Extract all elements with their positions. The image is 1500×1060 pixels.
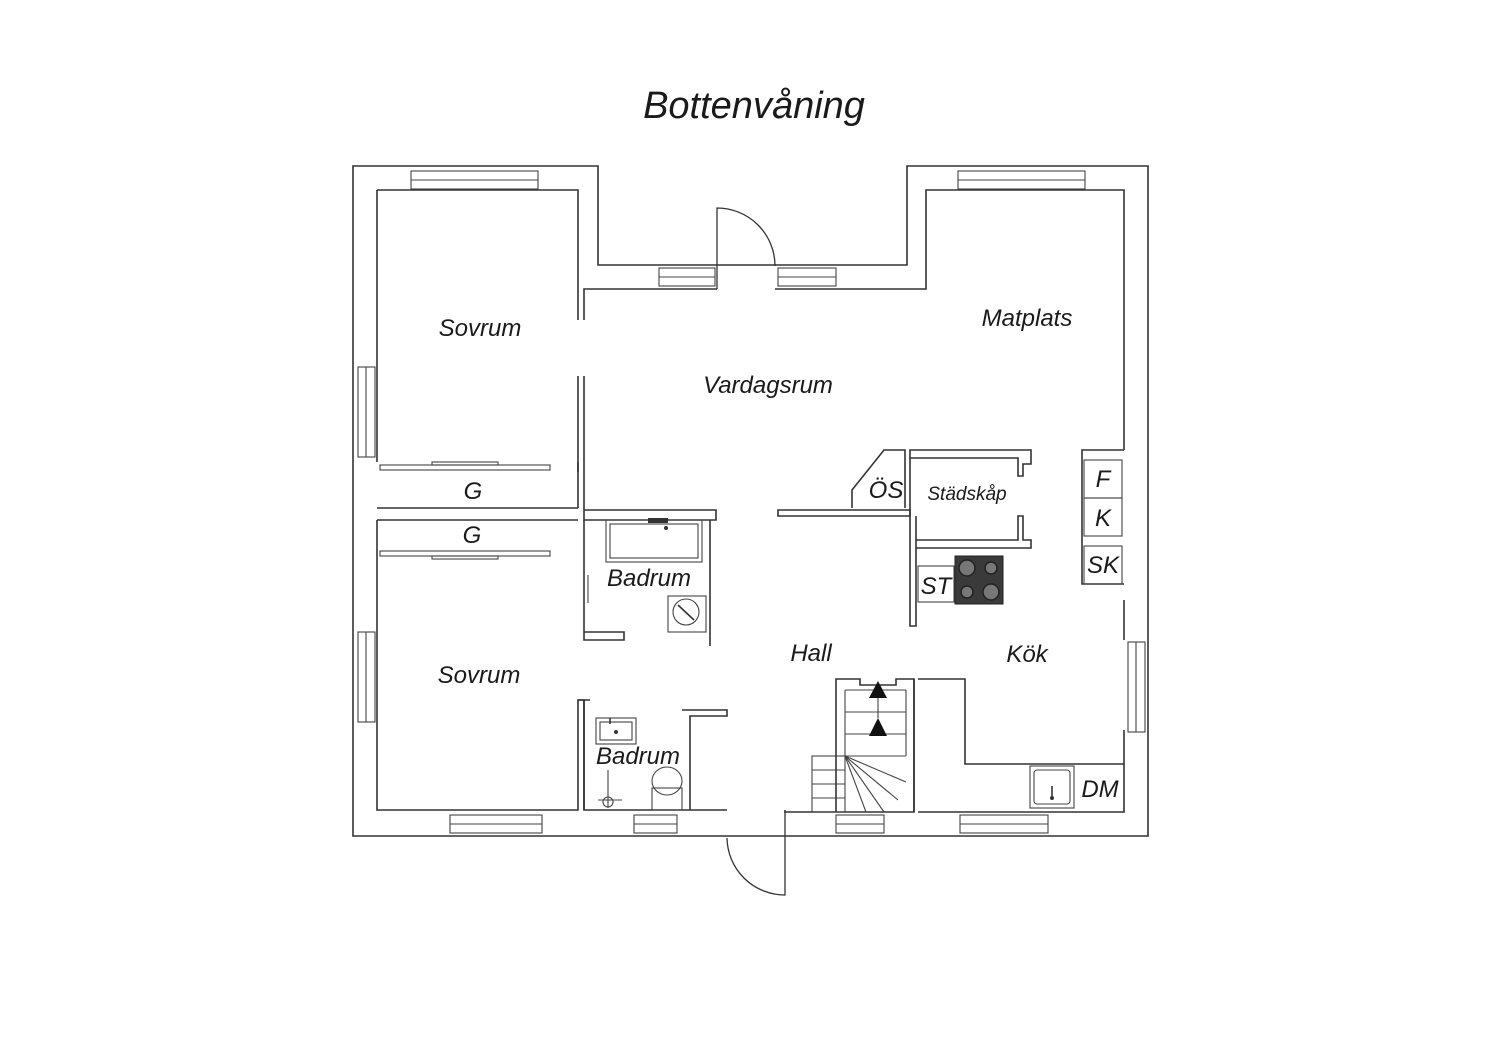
back-door	[726, 812, 786, 896]
staircase	[811, 678, 1124, 813]
stairs-arrow-icon	[869, 718, 887, 736]
room-label-sovrum-bottom: Sovrum	[438, 662, 521, 689]
toilet	[651, 787, 683, 811]
room-label-kok: Kök	[1006, 641, 1049, 668]
fixture-label-sk: SK	[1087, 552, 1120, 579]
bathtub	[605, 519, 703, 563]
room-label-closet-top: G	[464, 478, 483, 505]
outer-walls	[352, 165, 1149, 837]
fixture-label-os: ÖS	[869, 477, 904, 504]
room-label-badrum-upper: Badrum	[607, 565, 691, 592]
shower-drain	[667, 595, 707, 633]
room-label-stadskap: Städskåp	[927, 484, 1006, 505]
stairs-arrow-icon	[869, 681, 887, 698]
bathroom-lower	[578, 699, 728, 811]
room-label-vardagsrum: Vardagsrum	[703, 372, 833, 399]
fixture-label-f: F	[1096, 466, 1112, 493]
front-door	[716, 207, 776, 289]
room-label-sovrum-top: Sovrum	[439, 315, 522, 342]
doors	[716, 207, 786, 896]
plan-title: Bottenvåning	[643, 85, 865, 127]
fixture-label-k: K	[1095, 505, 1112, 532]
kitchen-sink	[1029, 765, 1075, 809]
room-label-badrum-lower: Badrum	[596, 743, 680, 770]
st-cabinet	[917, 565, 955, 603]
room-label-closet-bottom: G	[463, 522, 482, 549]
windows	[357, 170, 1146, 834]
room-label-hall: Hall	[790, 640, 832, 667]
room-label-matplats: Matplats	[982, 305, 1073, 332]
fixture-label-dm: DM	[1081, 776, 1118, 803]
bathroom-upper	[583, 508, 717, 646]
kitchen-column	[1083, 459, 1123, 585]
sink-bathroom	[595, 717, 637, 745]
closets	[377, 461, 579, 560]
fixture-label-st: ST	[921, 573, 954, 600]
hall-walls	[777, 449, 1032, 627]
